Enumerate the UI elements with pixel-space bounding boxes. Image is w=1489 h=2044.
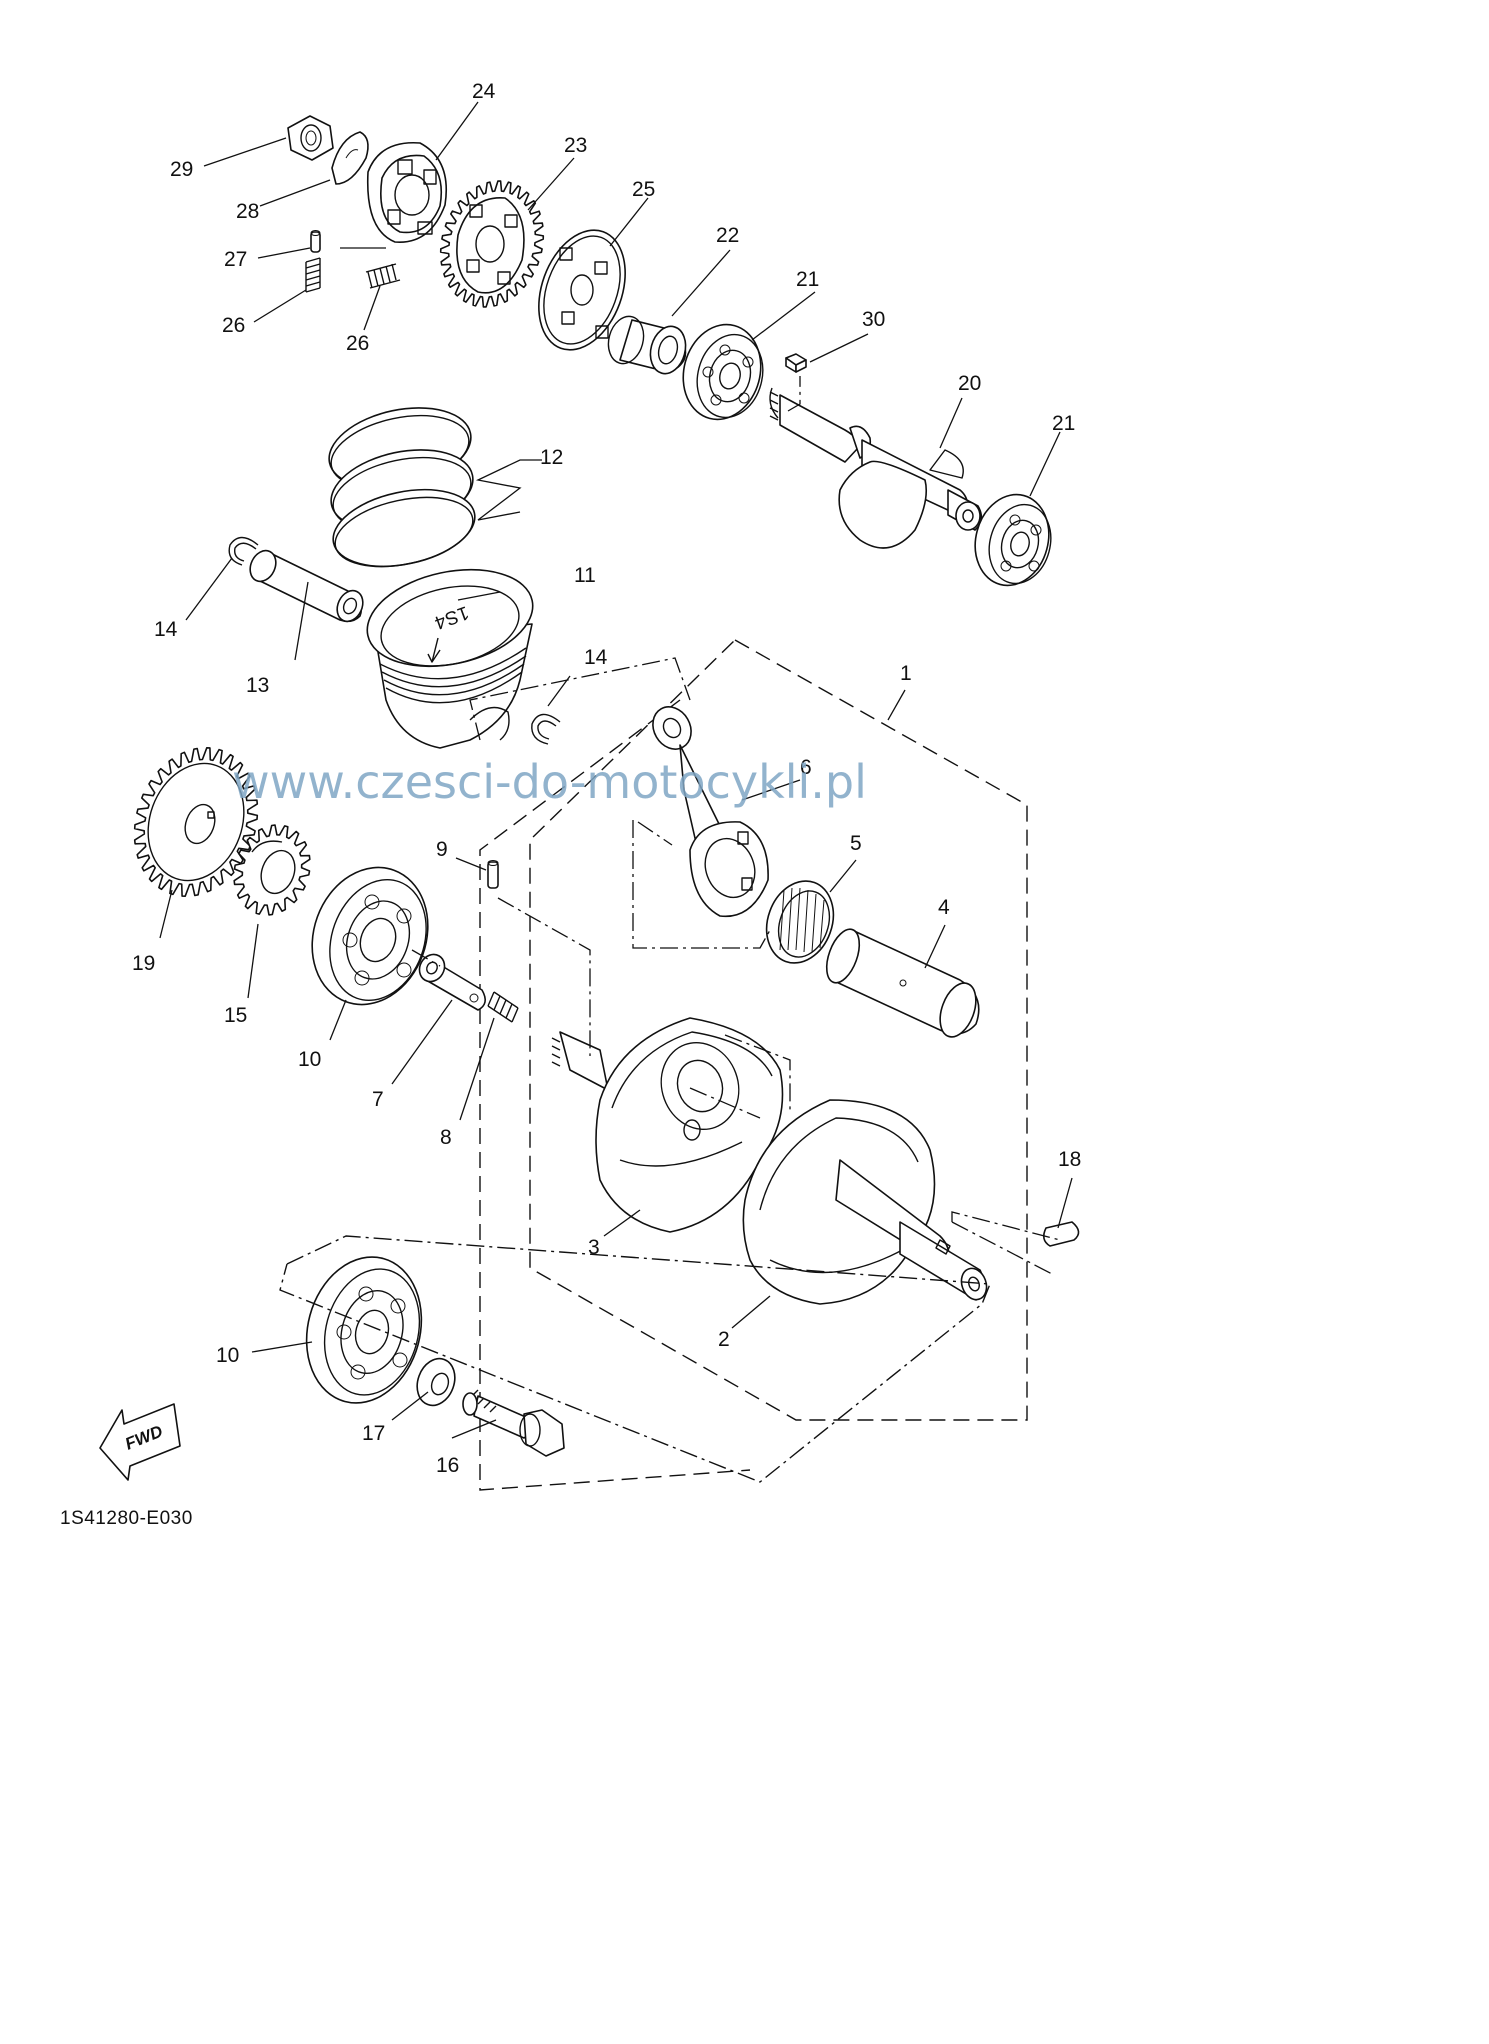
collar-22 [607, 315, 687, 375]
circlip-14-left [228, 536, 259, 566]
callout-6: 6 [800, 756, 812, 779]
plate-25 [538, 229, 626, 351]
callout-21-lower: 21 [1052, 412, 1075, 435]
callout-29: 29 [170, 158, 193, 181]
callout-21-upper: 21 [796, 268, 819, 291]
callout-14-right: 14 [584, 646, 608, 669]
needle-bearing-5 [765, 880, 835, 964]
primary-drive-gear-19 [133, 747, 259, 897]
callout-19: 19 [132, 952, 155, 975]
balancer-weight-24 [366, 141, 447, 243]
gear-15 [233, 824, 311, 916]
callout-10-upper: 10 [298, 1048, 321, 1071]
crank-right-2 [742, 1099, 988, 1305]
callout-15: 15 [224, 1004, 247, 1027]
connecting-rod-6 [652, 706, 769, 918]
piston-11: 1S4 [366, 568, 534, 749]
balancer-shaft-20 [769, 387, 983, 549]
key-30 [785, 353, 807, 373]
callout-9: 9 [436, 838, 448, 861]
nut-29 [287, 115, 334, 161]
spring-26-right [365, 263, 401, 289]
circlip-14-right [531, 713, 561, 745]
fwd-arrow-icon: FWD [99, 1403, 181, 1481]
callout-3: 3 [588, 1236, 600, 1259]
crankshaft-assembly-boundary [479, 639, 1028, 1491]
piston-rings-12 [328, 407, 476, 568]
spring-26-left [305, 257, 321, 293]
callout-24: 24 [472, 80, 496, 103]
callout-27: 27 [224, 248, 247, 271]
callout-30: 30 [862, 308, 885, 331]
callout-8: 8 [440, 1126, 452, 1149]
callout-25: 25 [632, 178, 655, 201]
callout-20: 20 [958, 372, 981, 395]
callout-10-lower: 10 [216, 1344, 239, 1367]
bearing-21-lower [974, 493, 1052, 587]
balancer-drive-gear-23 [439, 180, 545, 308]
callout-26-left: 26 [222, 314, 245, 337]
callout-23: 23 [564, 134, 587, 157]
callout-22: 22 [716, 224, 739, 247]
callout-2: 2 [718, 1328, 730, 1351]
callout-13: 13 [246, 674, 269, 697]
exploded-parts-diagram: 1S4 [60, 80, 1081, 1529]
callout-17: 17 [362, 1422, 385, 1445]
callout-26-right: 26 [346, 332, 369, 355]
washer-17 [416, 1357, 456, 1407]
bearing-10-lower [305, 1256, 423, 1404]
callout-7: 7 [372, 1088, 384, 1111]
callout-11: 11 [574, 564, 596, 587]
piston-pin-13 [249, 549, 364, 623]
lock-washer-28 [331, 131, 369, 185]
watermark: www.czesci-do-motocykli.pl [232, 755, 867, 809]
callout-28: 28 [236, 200, 259, 223]
crank-left-3 [551, 1017, 784, 1233]
callout-18: 18 [1058, 1148, 1081, 1171]
diagram-code: 1S41280-E030 [60, 1508, 193, 1529]
callout-1: 1 [900, 662, 912, 685]
plunger-7 [418, 953, 486, 1011]
alignment-lines [279, 376, 1061, 1483]
crank-pin-4 [825, 928, 980, 1038]
spring-8 [487, 991, 519, 1023]
bolt-16 [462, 1389, 565, 1457]
callout-14-left: 14 [154, 618, 178, 641]
pin-27 [310, 230, 321, 253]
bearing-10-upper [311, 866, 429, 1006]
callout-16: 16 [436, 1454, 459, 1477]
callout-numbers: 1 2 3 4 5 6 7 8 9 10 10 11 12 13 14 14 1… [132, 80, 1081, 1477]
callout-4: 4 [938, 896, 950, 919]
callout-12: 12 [540, 446, 563, 469]
key-18 [1042, 1221, 1080, 1247]
leader-lines [159, 101, 1073, 1439]
pin-9 [487, 860, 499, 889]
bearing-21-upper [682, 323, 764, 421]
callout-5: 5 [850, 832, 862, 855]
